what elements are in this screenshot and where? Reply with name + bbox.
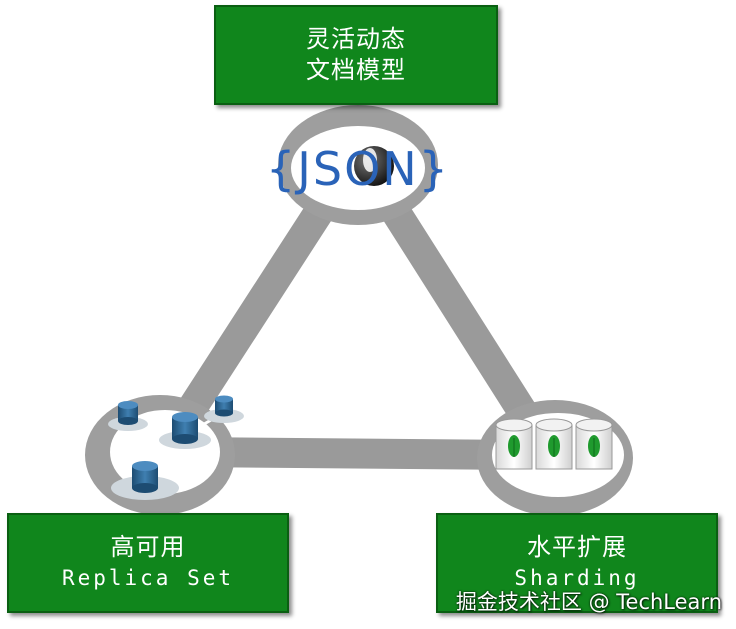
edge-bottom xyxy=(170,437,545,470)
shard-cylinder-icon xyxy=(535,418,573,470)
node-sharding xyxy=(477,400,633,516)
json-logo-text: {JSON} xyxy=(266,142,450,196)
shard-cylinder-icon xyxy=(495,418,533,470)
replica-set-line2: Replica Set xyxy=(61,566,235,590)
json-icon: {JSON} xyxy=(266,142,450,196)
database-icon xyxy=(172,412,198,444)
label-box-sharding: 水平扩展 Sharding xyxy=(436,513,718,613)
database-icon xyxy=(118,401,138,425)
sharding-line2: Sharding xyxy=(514,566,640,590)
sharding-line1: 水平扩展 xyxy=(527,533,627,561)
watermark: 掘金技术社区 @ TechLearn xyxy=(455,590,722,614)
node-json: {JSON} xyxy=(266,105,450,225)
database-icon xyxy=(215,395,233,417)
database-icon xyxy=(132,461,158,493)
document-model-line1: 灵活动态 xyxy=(306,25,406,53)
shard-cylinder-icon xyxy=(575,418,613,470)
replica-set-line1: 高可用 xyxy=(110,533,186,561)
label-box-replica-set: 高可用 Replica Set xyxy=(7,513,289,613)
node-replica-set xyxy=(85,395,244,515)
document-model-line2: 文档模型 xyxy=(306,56,406,84)
label-box-document-model: 灵活动态 文档模型 xyxy=(214,5,498,105)
